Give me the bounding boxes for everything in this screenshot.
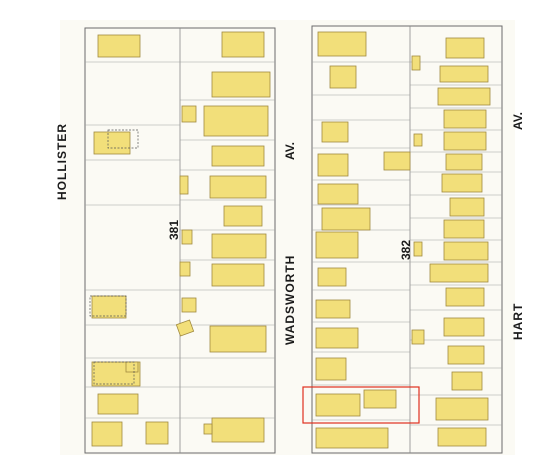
dwelling (321, 207, 371, 231)
outbuilding (181, 105, 197, 123)
outbuilding (411, 329, 425, 345)
outbuilding (413, 241, 423, 257)
outbuilding (181, 297, 197, 313)
dwelling (91, 421, 123, 447)
dwelling (211, 263, 265, 287)
dwelling (317, 267, 347, 287)
dwelling (437, 427, 487, 447)
block-number-381: 381 (167, 220, 181, 240)
dwelling (315, 393, 361, 417)
highlight-box (302, 386, 420, 424)
block-382 (311, 25, 503, 454)
dwelling (443, 131, 487, 151)
dwelling (439, 65, 489, 83)
dwelling (91, 295, 127, 319)
street-label-wadsworth-av: AV. (283, 142, 297, 160)
block-number-382: 382 (399, 240, 413, 260)
dwelling (449, 197, 485, 217)
outbuilding (125, 361, 139, 373)
dwelling (451, 371, 483, 391)
dwelling (221, 31, 265, 58)
dwelling (317, 31, 367, 57)
dwelling (97, 34, 141, 58)
dwelling (445, 153, 483, 171)
outbuilding (179, 261, 191, 277)
dwelling (429, 263, 489, 283)
dwelling (203, 105, 269, 137)
street-label-wadsworth: WADSWORTH (283, 255, 297, 345)
outbuilding (411, 55, 421, 71)
dwelling (383, 151, 411, 171)
dwelling (443, 241, 489, 261)
dwelling (145, 421, 169, 445)
dwelling (445, 37, 485, 59)
dwelling (211, 71, 271, 98)
dwelling (443, 109, 487, 129)
street-label-hollister: HOLLISTER (55, 123, 69, 200)
block-381 (84, 27, 276, 454)
dwelling (209, 175, 267, 199)
outbuilding (203, 423, 213, 435)
dwelling (211, 233, 267, 259)
dwelling (317, 153, 349, 177)
dwelling (443, 317, 485, 337)
dwelling (443, 219, 485, 239)
dwelling (93, 131, 131, 155)
dwelling (97, 393, 139, 415)
dwelling (315, 427, 389, 449)
dwelling (447, 345, 485, 365)
street-label-hart: HART (511, 303, 525, 340)
dwelling (211, 145, 265, 167)
outbuilding (175, 319, 195, 337)
outbuilding (181, 229, 193, 245)
dwelling (435, 397, 489, 421)
dwelling (315, 299, 351, 319)
dwelling (363, 389, 397, 409)
outbuilding (179, 175, 189, 195)
dwelling (445, 287, 485, 307)
dwelling (315, 357, 347, 381)
dwelling (321, 121, 349, 143)
dwelling (223, 205, 263, 227)
dwelling (209, 325, 267, 353)
dwelling (437, 87, 491, 106)
dwelling (329, 65, 357, 89)
dwelling (315, 231, 359, 259)
street-label-hart-av: AV. (511, 112, 525, 130)
dwelling (441, 173, 483, 193)
dwelling (317, 183, 359, 205)
outbuilding (413, 133, 423, 147)
dwelling (315, 327, 359, 349)
dwelling (211, 417, 265, 443)
